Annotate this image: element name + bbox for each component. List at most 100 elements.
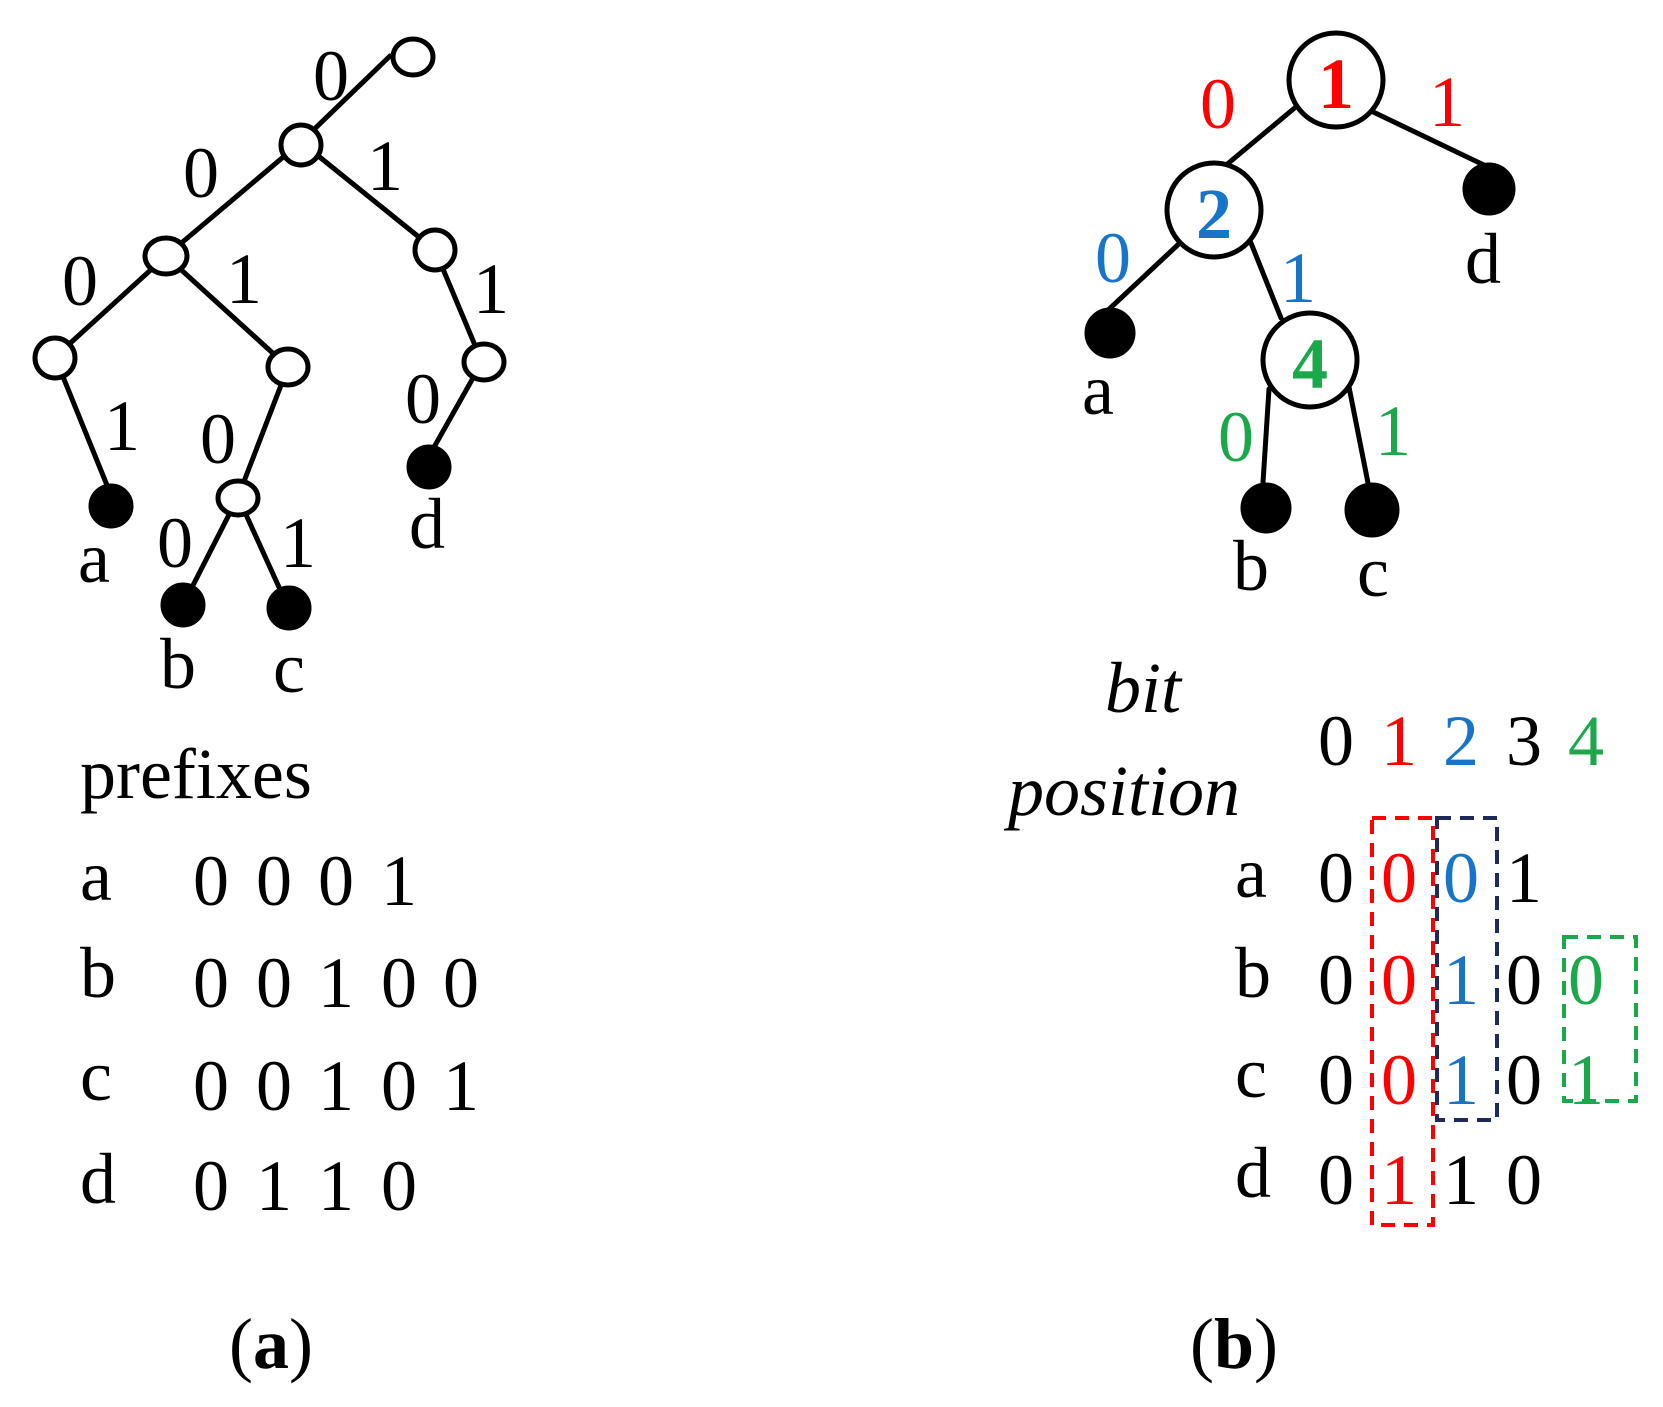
panel-a-internal-nodes bbox=[32, 36, 507, 518]
bit-cell: 0 bbox=[1506, 1140, 1542, 1220]
trie-node-00 bbox=[142, 235, 190, 277]
prefixes-heading: prefixes bbox=[80, 734, 312, 814]
prefix-bit: 0 bbox=[193, 841, 229, 921]
leaf-label-a: a bbox=[1082, 350, 1114, 430]
node-label-2: 2 bbox=[1196, 174, 1232, 254]
bit-cell: 0 bbox=[1506, 940, 1542, 1020]
prefix-row-name: b bbox=[80, 933, 116, 1013]
trie-leaf-b bbox=[160, 582, 206, 628]
panel-b-leaf-labels: a b c d bbox=[1082, 219, 1501, 612]
column-highlight-boxes bbox=[1370, 816, 1638, 1227]
bit-table: a 0 0 0 1 b 0 0 1 0 0 c 0 0 1 0 1 d 0 1 … bbox=[1235, 833, 1604, 1220]
bit-row-name: d bbox=[1235, 1133, 1271, 1213]
prefix-table: prefixes a 0 0 0 1 b 0 0 1 0 0 c 0 0 1 0… bbox=[80, 734, 479, 1226]
trie-leaf-d bbox=[406, 444, 452, 490]
edge-bit-label: 1 bbox=[473, 249, 509, 329]
prefix-bit: 1 bbox=[318, 1046, 354, 1126]
trie-node-0 bbox=[278, 122, 324, 168]
panel-a: 0 0 1 0 1 1 1 0 0 0 1 a b c d prefixes a… bbox=[32, 36, 509, 1384]
bit-position-header: 0 1 2 3 4 bbox=[1318, 701, 1604, 781]
bit-cell: 0 bbox=[1381, 1040, 1417, 1120]
trie-node-000 bbox=[32, 335, 78, 381]
bit-cell: 0 bbox=[1506, 1040, 1542, 1120]
prefix-row-name: d bbox=[80, 1139, 116, 1219]
bit-cell: 0 bbox=[1568, 940, 1604, 1020]
panel-b-leaf-nodes bbox=[1084, 162, 1516, 538]
prefix-bit: 0 bbox=[256, 1046, 292, 1126]
bit-cell: 0 bbox=[1443, 838, 1479, 918]
bit-cell: 0 bbox=[1318, 838, 1354, 918]
edge-bit-label: 1 bbox=[280, 503, 316, 583]
edge-bit-label: 1 bbox=[1280, 238, 1316, 318]
edge-bit-label: 0 bbox=[313, 36, 349, 116]
caption-a: (a) bbox=[229, 1304, 313, 1384]
prefix-bit: 1 bbox=[318, 1146, 354, 1226]
edge-bit-label: 0 bbox=[405, 359, 441, 439]
prefix-row-name: c bbox=[80, 1036, 112, 1116]
leaf-label-d: d bbox=[409, 484, 445, 564]
bit-cell: 1 bbox=[1443, 1040, 1479, 1120]
prefix-bit: 0 bbox=[381, 943, 417, 1023]
prefix-bit: 0 bbox=[193, 1146, 229, 1226]
bit-position-heading: bit position bbox=[1003, 648, 1240, 831]
trie-leaf-a bbox=[88, 483, 134, 529]
prefix-bit: 0 bbox=[193, 943, 229, 1023]
prefix-bit: 0 bbox=[318, 841, 354, 921]
caption-b: (b) bbox=[1190, 1304, 1278, 1384]
prefix-bit: 0 bbox=[256, 943, 292, 1023]
prefix-bit: 0 bbox=[381, 1146, 417, 1226]
bit-position-label-line1: bit bbox=[1105, 648, 1183, 728]
edge-bit-label: 1 bbox=[1375, 391, 1411, 471]
bit-cell: 0 bbox=[1318, 1040, 1354, 1120]
trie-node-01 bbox=[412, 227, 458, 273]
edge-bit-label: 0 bbox=[62, 241, 98, 321]
patricia-leaf-b bbox=[1240, 482, 1292, 534]
column-4-highlight-box bbox=[1562, 935, 1638, 1103]
patricia-node-4 bbox=[1260, 310, 1360, 410]
edge-bit-label: 0 bbox=[1095, 218, 1131, 298]
panel-b-edges bbox=[1102, 103, 1491, 501]
panel-b-node-labels: 1 2 4 bbox=[1196, 44, 1354, 404]
patricia-leaf-c bbox=[1344, 482, 1400, 538]
prefix-bit: 1 bbox=[256, 1146, 292, 1226]
bit-cell: 1 bbox=[1443, 940, 1479, 1020]
edge-bit-label: 0 bbox=[200, 399, 236, 479]
bit-position-number: 0 bbox=[1318, 701, 1354, 781]
patricia-node-1 bbox=[1286, 30, 1386, 130]
panel-b-internal-nodes bbox=[1164, 30, 1386, 410]
leaf-label-b: b bbox=[1233, 526, 1269, 606]
trie-leaf-c bbox=[266, 585, 312, 631]
bit-cell: 1 bbox=[1381, 1140, 1417, 1220]
leaf-label-c: c bbox=[1357, 532, 1389, 612]
edge-bit-label: 0 bbox=[1200, 64, 1236, 144]
trie-node-011 bbox=[461, 341, 507, 383]
bit-row-name: c bbox=[1235, 1033, 1267, 1113]
edge-bit-label: 0 bbox=[1218, 397, 1254, 477]
leaf-label-a: a bbox=[78, 518, 110, 598]
node-label-1: 1 bbox=[1318, 44, 1354, 124]
bit-cell: 0 bbox=[1381, 940, 1417, 1020]
bit-cell: 0 bbox=[1318, 940, 1354, 1020]
panel-a-edge-labels: 0 0 1 0 1 1 1 0 0 0 1 bbox=[62, 36, 509, 583]
prefix-bit: 1 bbox=[443, 1046, 479, 1126]
patricia-leaf-d bbox=[1462, 162, 1516, 216]
bit-position-number: 3 bbox=[1506, 701, 1542, 781]
bit-position-number: 4 bbox=[1568, 701, 1604, 781]
node-label-4: 4 bbox=[1292, 324, 1328, 404]
column-2-highlight-box bbox=[1435, 816, 1499, 1122]
edge-bit-label: 0 bbox=[183, 133, 219, 213]
patricia-node-2 bbox=[1164, 160, 1264, 260]
prefix-row-name: a bbox=[80, 836, 112, 916]
edge-bit-label: 0 bbox=[157, 503, 193, 583]
bit-cell: 1 bbox=[1443, 1140, 1479, 1220]
edge-bit-label: 1 bbox=[226, 239, 262, 319]
bit-position-label-line2: position bbox=[1003, 751, 1240, 831]
prefix-bit: 0 bbox=[256, 841, 292, 921]
prefix-bit: 1 bbox=[381, 841, 417, 921]
bit-position-number: 1 bbox=[1381, 701, 1417, 781]
prefix-bit: 0 bbox=[193, 1046, 229, 1126]
bit-cell: 0 bbox=[1318, 1140, 1354, 1220]
panel-b: 1 2 4 0 1 0 1 0 1 a b c d bit position bbox=[1003, 30, 1638, 1384]
bit-row-name: a bbox=[1235, 833, 1267, 913]
